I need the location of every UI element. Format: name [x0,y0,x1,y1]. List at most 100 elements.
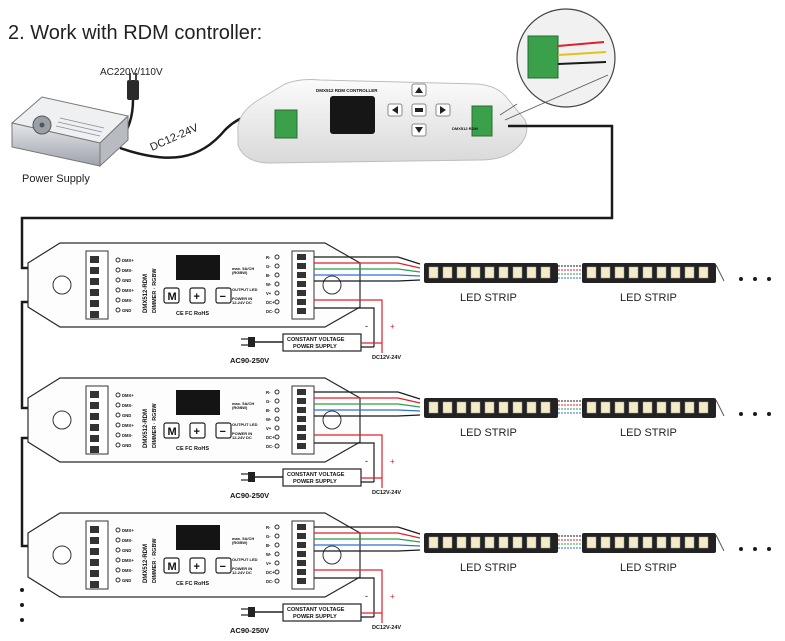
pin-icon [274,524,280,530]
led-chip-icon [586,266,597,279]
led-chip-icon [670,401,681,414]
mode-button[interactable]: M [163,422,180,439]
input-pin-label: DMX+ [122,558,134,563]
input-pin-label: DMX- [122,403,133,408]
terminal-screw-icon [297,533,306,539]
left-arrow-icon [392,106,398,114]
output-pin-label: DC- [266,579,274,584]
terminal-screw-icon [90,446,99,453]
decoder-note: 12-24V DC [232,435,252,440]
terminal-screw-icon [297,569,306,575]
led-chip-icon [698,536,709,549]
decoder-note: 12-24V DC [232,300,252,305]
led-chip-icon [456,266,467,279]
terminal-screw-icon [297,263,306,269]
led-chip-icon [442,401,453,414]
output-wire [314,274,421,277]
pin-icon [115,307,121,313]
decoder-note: (RGBW) [232,540,248,545]
button-label: + [194,426,200,438]
input-pin-label: DMX+ [122,258,134,263]
button-label: + [194,291,200,303]
pin-icon [274,407,280,413]
right-arrow-icon [440,106,446,114]
led-chip-icon [614,536,625,549]
led-chip-icon [600,536,611,549]
led-strip [424,263,558,283]
decoder-subtitle: DIMMER · RGBW [152,268,158,313]
terminal-screw-icon [297,290,306,296]
button-label: + [194,561,200,573]
input-pin-label: DMX- [122,568,133,573]
mode-button[interactable]: M [163,557,180,574]
decoder-note: OUTPUT LED [232,287,258,292]
output-wire [314,403,421,408]
mode-button[interactable]: M [163,287,180,304]
dmx-cable-main [20,124,614,270]
pin-icon [115,547,121,553]
pin-icon [115,267,121,273]
led-chip-icon [642,266,653,279]
input-pin-label: GND [122,308,131,313]
input-pin-label: GND [122,578,131,583]
compliance-marks: CE FC RoHS [176,446,209,452]
led-chip-icon [498,401,509,414]
minus-button[interactable]: − [215,557,232,574]
output-pin-label: B- [266,273,271,278]
led-chip-icon [628,536,639,549]
page-title: 2. Work with RDM controller: [8,22,262,44]
terminal-screw-icon [297,407,306,413]
power-wire-negative [314,577,375,617]
pin-icon [115,567,121,573]
decoder-note: max. 5A/CH [232,536,254,541]
pin-icon [274,569,280,575]
output-pin-label: V+ [266,426,272,431]
output-wire [314,549,421,552]
terminal-screw-icon [297,416,306,422]
led-chip-icon [470,401,481,414]
plus-button[interactable]: + [189,287,206,304]
ac-plug-icon [241,607,283,617]
psu-dc-label: DC12V-24V [372,490,401,496]
output-wire [314,256,421,265]
ac-input-label: AC90-250V [230,356,269,365]
pin-icon [274,263,280,269]
output-pin-label: DC- [266,309,274,314]
terminal-screw-icon [90,402,99,409]
output-pin-label: DC+ [266,435,275,440]
led-chip-icon [526,401,537,414]
minus-button[interactable]: − [215,422,232,439]
minus-sign-icon: - [365,591,368,601]
led-strip-label: LED STRIP [620,562,677,574]
pin-icon [274,533,280,539]
output-pin-label: W- [266,552,272,557]
decoder-note: 12-24V DC [232,570,252,575]
controller-side-text: DMX512 RDM [452,126,478,131]
plus-button[interactable]: + [189,557,206,574]
led-strip [424,533,558,553]
led-chip-icon [498,266,509,279]
dc-label: DC12-24V [148,122,200,154]
led-chip-icon [442,536,453,549]
led-chip-icon [670,266,681,279]
led-chip-icon [512,536,523,549]
pin-icon [274,398,280,404]
led-chip-icon [628,401,639,414]
led-chip-icon [442,266,453,279]
input-pin-label: DMX- [122,538,133,543]
led-chip-icon [526,536,537,549]
controller-name: DMX512 RDM CONTROLLER [316,88,378,93]
output-pin-label: W- [266,282,272,287]
pin-icon [274,434,280,440]
minus-button[interactable]: − [215,287,232,304]
plus-button[interactable]: + [189,422,206,439]
output-wire [314,279,421,282]
power-wire-positive [314,299,383,353]
terminal-screw-icon [297,308,306,314]
terminal-screw-icon [90,581,99,588]
terminal-screw-icon [90,413,99,420]
decoder-display [176,525,220,550]
pin-icon [274,308,280,314]
led-chip-icon [470,536,481,549]
terminal-screw-icon [297,443,306,449]
